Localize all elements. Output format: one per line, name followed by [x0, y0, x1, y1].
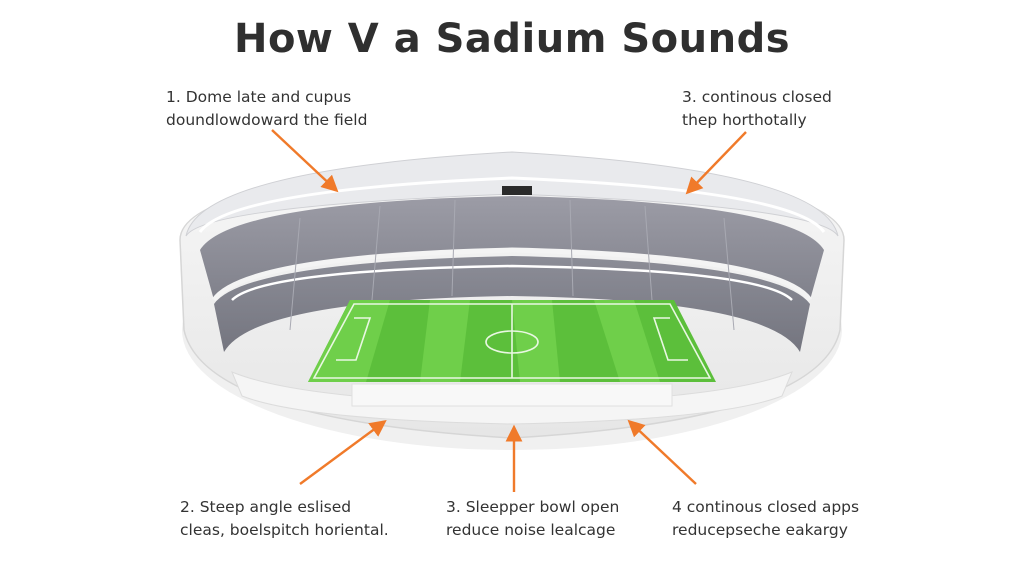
- annotation-bottom-right-line1: 4 continous closed apps: [672, 498, 860, 516]
- arrow-top-right: [685, 131, 747, 195]
- arrow-bottom-right: [627, 419, 697, 485]
- annotation-bottom-center: 3. Sleepper bowl open reduce noise lealc…: [446, 496, 619, 542]
- annotation-arrows: [271, 129, 747, 492]
- annotation-top-right: 3. continous closed thep horthotally: [682, 86, 832, 132]
- annotation-bottom-right-line2: reducepseche eakargy: [672, 521, 848, 539]
- annotation-bottom-left: 2. Steep angle eslised cleas, boelspitch…: [180, 496, 389, 542]
- annotation-top-right-line2: thep horthotally: [682, 111, 807, 129]
- annotation-top-left: 1. Dome late and cupus doundlowdoward th…: [166, 86, 367, 132]
- lower-seating-tier: [214, 256, 810, 352]
- seating-aisles: [289, 199, 735, 331]
- annotation-top-left-line2: doundlowdoward the field: [166, 111, 368, 129]
- pitch-front-edge: [351, 383, 673, 407]
- annotation-bottom-center-line2: reduce noise lealcage: [446, 521, 616, 539]
- annotation-bottom-right: 4 continous closed apps reducepseche eak…: [672, 496, 859, 542]
- arrow-bottom-left: [299, 420, 387, 485]
- annotation-bottom-left-line1: 2. Steep angle eslised: [180, 498, 352, 516]
- pitch-markings: [312, 303, 712, 379]
- lower-walkway: [231, 264, 793, 301]
- annotation-bottom-left-line2: cleas, boelspitch horiental.: [180, 521, 389, 539]
- annotation-top-left-line1: 1. Dome late and cupus: [166, 88, 352, 106]
- annotation-top-right-line1: 3. continous closed: [682, 88, 832, 106]
- diagram-title: How V a Sadium Sounds: [233, 16, 791, 62]
- arrow-top-left: [271, 129, 339, 193]
- roof-highlight: [198, 176, 826, 233]
- annotation-bottom-center-line1: 3. Sleepper bowl open: [446, 498, 620, 516]
- upper-walkway: [211, 247, 813, 302]
- scoreboard: [502, 186, 532, 195]
